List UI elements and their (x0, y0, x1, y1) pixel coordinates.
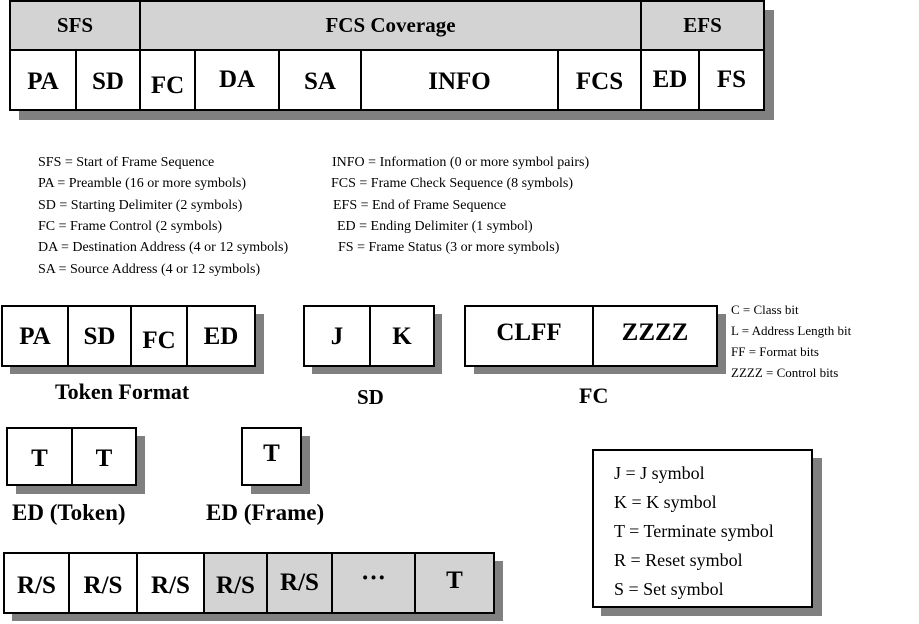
fc-note: FF = Format bits (731, 344, 819, 359)
symbol-key-item: R = Reset symbol (614, 550, 743, 570)
efs-group-label: EFS (683, 13, 722, 37)
legend-item: INFO = Information (0 or more symbol pai… (332, 155, 590, 170)
frame-divider (194, 49, 196, 111)
fs-field-rs: R/S (280, 568, 319, 596)
sd-field-j: J (330, 322, 344, 350)
frame-divider (557, 49, 559, 111)
token-field-pa: PA (19, 322, 51, 350)
frame-field-ed: ED (652, 65, 688, 93)
fs-divider (203, 552, 205, 614)
token-format-caption: Token Format (55, 379, 190, 404)
frame-field-info: INFO (428, 67, 491, 95)
fc-field-clff: CLFF (496, 318, 562, 346)
legend-item: FC = Frame Control (2 symbols) (38, 219, 223, 234)
legend-item: SFS = Start of Frame Sequence (38, 155, 215, 170)
ed-token-caption: ED (Token) (12, 500, 126, 525)
symbol-key-item: T = Terminate symbol (614, 521, 774, 541)
token-divider (186, 305, 188, 367)
frame-divider (698, 49, 700, 111)
token-field-ed: ED (203, 322, 239, 350)
token-field-fc: FC (142, 326, 176, 354)
fs-divider (136, 552, 138, 614)
fc-detail-box (464, 305, 718, 367)
ed-frame-caption: ED (Frame) (206, 500, 325, 525)
frame-field-da: DA (218, 65, 256, 93)
frame-divider (278, 49, 280, 111)
symbol-key-item: J = J symbol (614, 463, 705, 483)
fs-field-ellipsis: ··· (360, 564, 386, 592)
legend-item: SA = Source Address (4 or 12 symbols) (38, 262, 261, 277)
fs-field-rs: R/S (151, 571, 190, 599)
fs-divider (414, 552, 416, 614)
frame-field-sa: SA (304, 67, 336, 95)
fs-field-rs: R/S (83, 571, 123, 599)
fcs-coverage-group-label: FCS Coverage (325, 13, 456, 37)
legend-item: FS = Frame Status (3 or more symbols) (338, 240, 560, 255)
fs-divider (266, 552, 268, 614)
fs-divider (68, 552, 70, 614)
fc-note: ZZZZ = Control bits (731, 365, 839, 380)
fc-divider (592, 305, 594, 367)
frame-field-fcs: FCS (575, 67, 624, 95)
token-format-box (1, 305, 256, 367)
fs-field-t: T (446, 566, 463, 594)
fs-sequence-gray-area (204, 554, 493, 612)
symbol-key-item: K = K symbol (614, 492, 717, 512)
token-divider (67, 305, 69, 367)
frame-divider (640, 0, 642, 111)
legend-item: EFS = End of Frame Sequence (333, 198, 507, 213)
sd-field-k: K (392, 322, 412, 350)
fs-divider (331, 552, 333, 614)
token-field-sd: SD (83, 322, 116, 350)
ed-token-field-t2: T (95, 444, 113, 472)
legend-item: FCS = Frame Check Sequence (8 symbols) (331, 176, 573, 191)
frame-field-sd: SD (92, 67, 124, 95)
ed-frame-box (241, 427, 302, 486)
frame-field-fs: FS (716, 65, 747, 93)
frame-divider (360, 49, 362, 111)
token-divider (130, 305, 132, 367)
fs-field-rs: R/S (17, 571, 56, 599)
frame-header-row (11, 2, 763, 50)
legend-item: ED = Ending Delimiter (1 symbol) (337, 219, 533, 234)
frame-divider (139, 0, 141, 111)
frame-divider (75, 49, 77, 111)
fc-note: C = Class bit (731, 302, 799, 317)
sd-divider (369, 305, 371, 367)
ed-token-field-t1: T (31, 444, 48, 472)
sfs-group-label: SFS (56, 13, 94, 37)
fc-caption: FC (579, 383, 609, 408)
frame-field-pa: PA (27, 67, 59, 95)
symbol-key-item: S = Set symbol (614, 579, 724, 599)
symbol-key-box (592, 449, 813, 608)
legend-item: SD = Starting Delimiter (2 symbols) (38, 198, 243, 213)
frame-field-fc: FC (150, 71, 185, 99)
fc-note: L = Address Length bit (731, 323, 852, 338)
fc-field-zzzz: ZZZZ (621, 318, 689, 346)
legend-item: PA = Preamble (16 or more symbols) (38, 176, 247, 191)
frame-header-divider (9, 49, 765, 51)
legend-item: DA = Destination Address (4 or 12 symbol… (38, 240, 289, 255)
fs-field-rs: R/S (216, 571, 255, 599)
ed-token-divider (71, 427, 73, 486)
sd-caption: SD (357, 385, 384, 409)
ed-frame-field-t: T (263, 439, 280, 467)
